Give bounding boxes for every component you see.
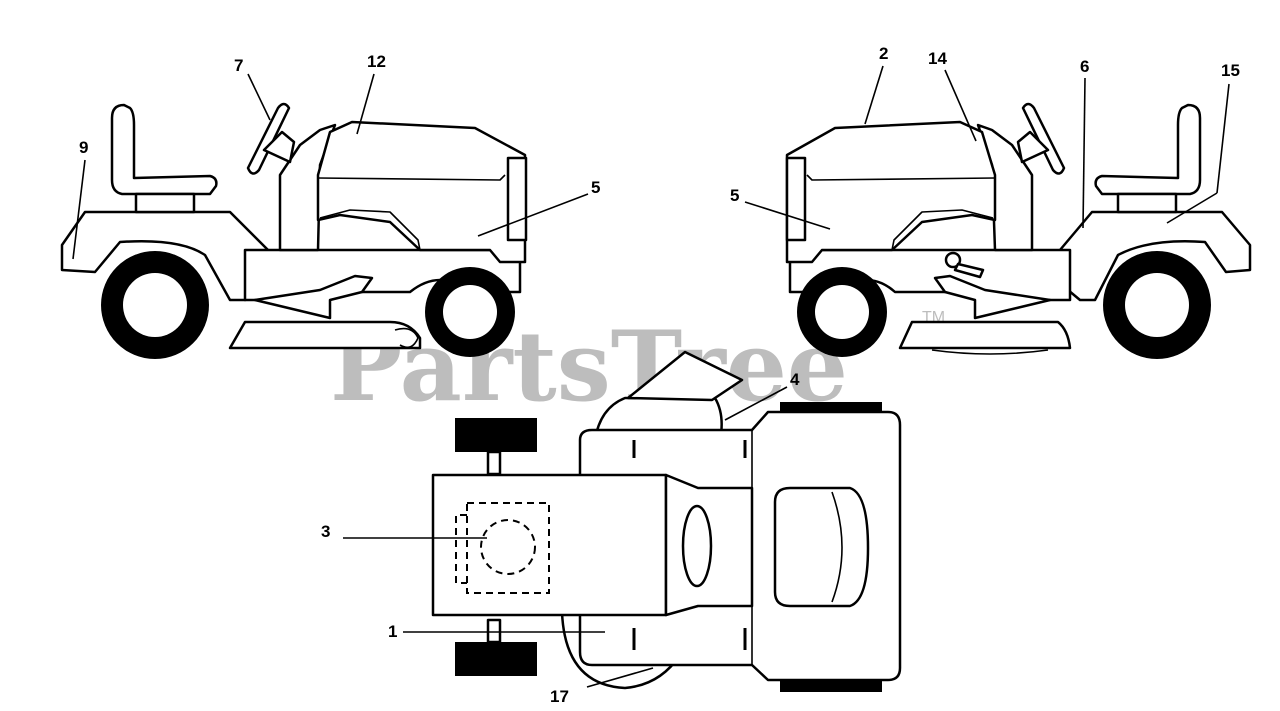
leader-lines <box>72 65 1230 688</box>
callout-6: 6 <box>1080 57 1089 76</box>
grille-right <box>785 156 807 242</box>
steering-wheel-right <box>1021 102 1066 175</box>
seat-right <box>1094 103 1202 196</box>
callout-3: 3 <box>321 522 330 541</box>
dash-panel <box>278 123 337 252</box>
hood-right <box>785 120 997 264</box>
mower-deck <box>228 320 422 350</box>
callout-5-left: 5 <box>591 178 600 197</box>
tractor-left-side-view <box>60 102 528 359</box>
dash-panel-right <box>976 123 1034 252</box>
steering-wheel <box>246 102 291 175</box>
watermark: PartsTree TM <box>330 309 945 423</box>
ignition-key <box>944 251 962 269</box>
watermark-text: PartsTree <box>330 310 848 423</box>
callout-14: 14 <box>928 49 947 68</box>
grille <box>506 156 528 242</box>
tractor-top-view <box>431 350 902 692</box>
tractor-right-side-view <box>785 102 1252 359</box>
seat-outline-dashed <box>466 502 550 594</box>
callout-5-right: 5 <box>730 186 739 205</box>
callout-2: 2 <box>879 44 888 63</box>
callout-labels: 7 12 9 5 2 14 6 15 5 4 3 1 17 <box>79 44 1240 706</box>
rear-tire-bottom <box>455 642 537 676</box>
rear-tire-top <box>455 418 537 452</box>
steering-column <box>262 130 296 164</box>
hood <box>316 120 527 264</box>
callout-1: 1 <box>388 622 397 641</box>
foot-pedal-right <box>933 274 1052 320</box>
rear-fender <box>60 210 277 302</box>
callout-15: 15 <box>1221 61 1240 80</box>
callout-4: 4 <box>790 370 800 389</box>
seat-support-right <box>1116 192 1178 214</box>
callout-17: 17 <box>550 687 569 706</box>
seat-support <box>134 192 196 214</box>
rear-fender-right <box>1048 210 1252 302</box>
callout-9: 9 <box>79 138 88 157</box>
mower-deck-right <box>898 320 1072 350</box>
callout-7: 7 <box>234 56 243 75</box>
hood-top <box>773 486 870 608</box>
seat <box>110 103 218 196</box>
callout-12: 12 <box>367 52 386 71</box>
foot-pedal <box>253 274 374 320</box>
